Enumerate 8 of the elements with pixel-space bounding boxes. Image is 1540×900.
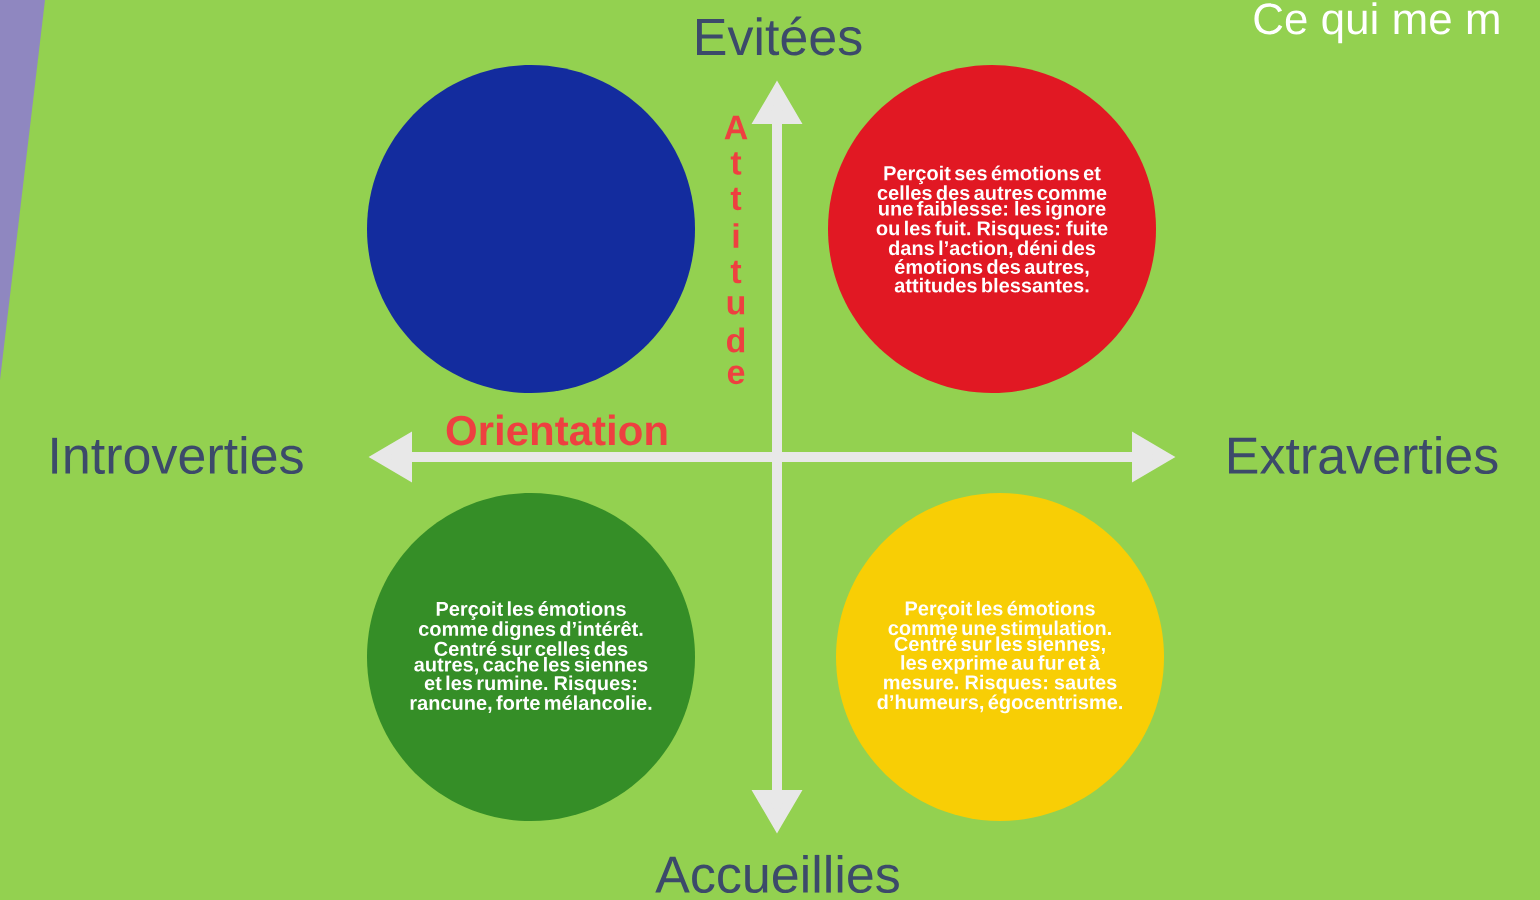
quadrant-circle	[367, 65, 695, 393]
axis-label: Extraverties	[1229, 435, 1498, 475]
axis-label: Accueillies	[655, 854, 899, 894]
axis-label: Orientation	[446, 414, 667, 446]
axis-label: Attitude	[724, 115, 748, 385]
heading: Ce qui me m	[1254, 2, 1499, 44]
axis-label: Evitées	[697, 16, 862, 56]
axis-label: Introverties	[52, 435, 303, 475]
